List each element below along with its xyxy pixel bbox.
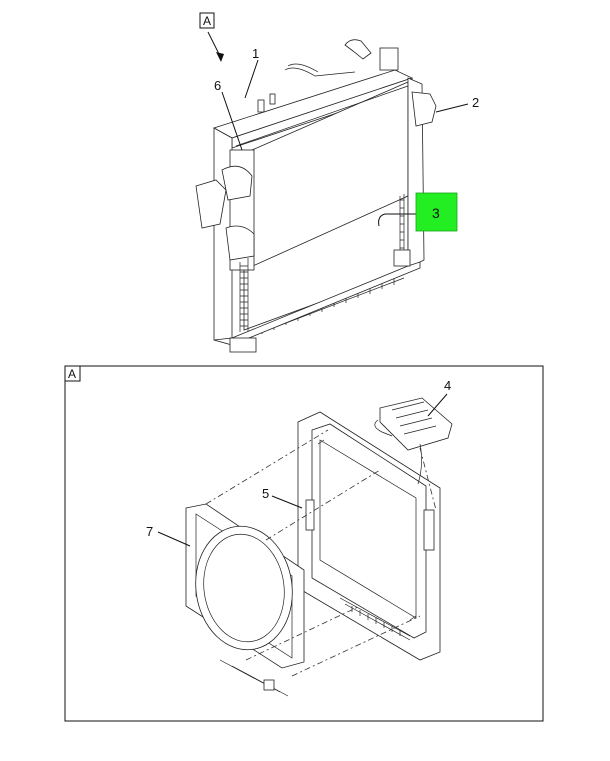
view-marker-letter: A <box>203 14 211 28</box>
detail-a-label: A <box>68 367 76 381</box>
view-marker-box <box>199 12 215 29</box>
detail-a-frame <box>64 365 544 722</box>
callout-4: 4 <box>444 378 451 393</box>
detail-a-label-box <box>64 365 81 382</box>
callout-6: 6 <box>214 78 221 93</box>
callout-3: 3 <box>432 205 440 221</box>
callout-1: 1 <box>252 46 259 61</box>
callout-3-highlight <box>415 192 458 232</box>
callout-7: 7 <box>146 524 153 539</box>
leader-6 <box>221 91 243 151</box>
view-arrowhead <box>216 52 224 62</box>
leader-5 <box>271 495 303 509</box>
radiator-assembly: A <box>195 12 469 353</box>
leader-7 <box>157 531 191 547</box>
callout-2: 2 <box>472 95 479 110</box>
detail-a-parts <box>157 393 453 697</box>
leader-3 <box>378 213 427 227</box>
callout-5: 5 <box>262 486 269 501</box>
leader-4 <box>427 393 448 417</box>
leader-1 <box>244 59 259 99</box>
leader-2 <box>435 103 469 113</box>
